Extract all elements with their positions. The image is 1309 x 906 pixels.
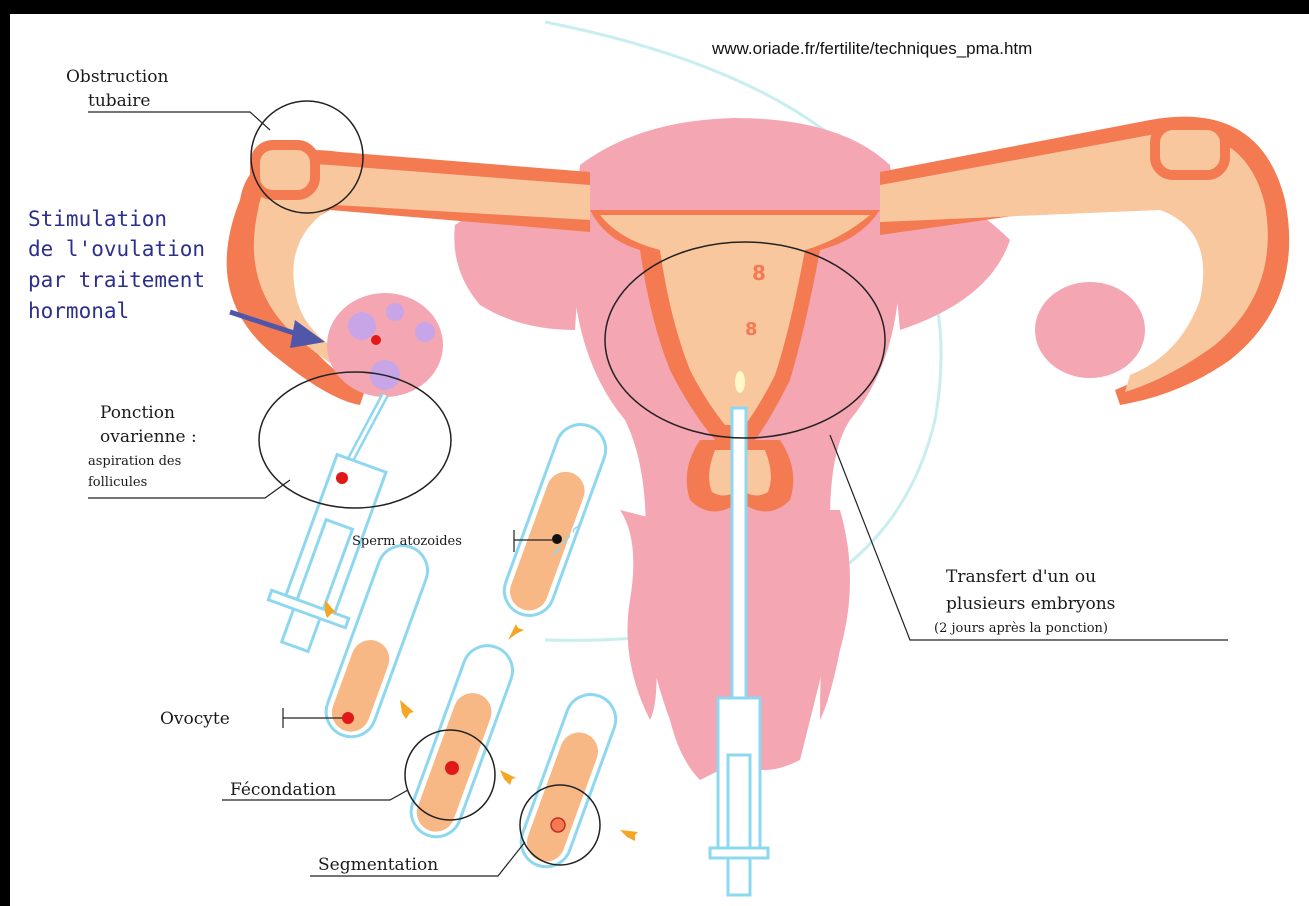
arrow <box>400 700 414 719</box>
follicle <box>415 322 435 342</box>
segmented-embryo <box>551 818 565 832</box>
transfer-syringe-plunger <box>728 755 750 895</box>
sperm-head <box>552 534 562 544</box>
tube-spermatozoides: ~~~ <box>497 417 622 626</box>
label-segmentation: Segmentation <box>318 855 438 875</box>
fertilized-egg <box>445 761 459 775</box>
follicle <box>348 312 376 340</box>
label-ponction-4: follicules <box>88 475 147 490</box>
label-stimulation-1: Stimulation <box>28 207 167 231</box>
label-ponction-1: Ponction <box>100 403 175 423</box>
ovocyte-in-tube <box>342 712 354 724</box>
aspirated-oocyte <box>336 472 348 484</box>
right-tube-end <box>1155 125 1225 175</box>
left-tube-end <box>255 145 315 195</box>
label-stimulation-4: hormonal <box>28 299 129 323</box>
label-stimulation-2: de l'ovulation <box>28 237 205 261</box>
tube-segmentation <box>514 687 623 873</box>
arrow <box>620 830 638 841</box>
transfer-catheter <box>732 408 746 698</box>
embryo-glyph-2: 8 <box>745 319 758 340</box>
embryo-glyph-1: 8 <box>752 261 766 285</box>
label-fecondation: Fécondation <box>230 780 336 800</box>
arrow <box>508 624 524 640</box>
label-transfert-2: plusieurs embryons <box>946 594 1115 614</box>
follicle <box>386 303 404 321</box>
label-ovocyte: Ovocyte <box>160 709 230 729</box>
tube-fecondation <box>404 639 519 844</box>
label-transfert-1: Transfert d'un ou <box>946 567 1096 587</box>
right-ovary <box>1035 282 1145 378</box>
oocyte-dot <box>371 335 381 345</box>
arrow <box>500 770 516 785</box>
label-ponction-2: ovarienne : <box>100 427 197 447</box>
label-transfert-3: (2 jours après la ponction) <box>934 621 1108 636</box>
label-stimulation-3: par traitement <box>28 268 205 292</box>
label-obstruction-2: tubaire <box>88 91 150 111</box>
embryo-3 <box>735 371 745 393</box>
leader-obstruction <box>88 112 270 130</box>
source-url: www.oriade.fr/fertilite/techniques_pma.h… <box>711 39 1032 58</box>
label-ponction-3: aspiration des <box>88 454 181 469</box>
label-spermatozoides: Sperm atozoides <box>352 534 462 549</box>
transfer-syringe-grip <box>710 848 768 858</box>
label-obstruction-1: Obstruction <box>66 67 168 87</box>
